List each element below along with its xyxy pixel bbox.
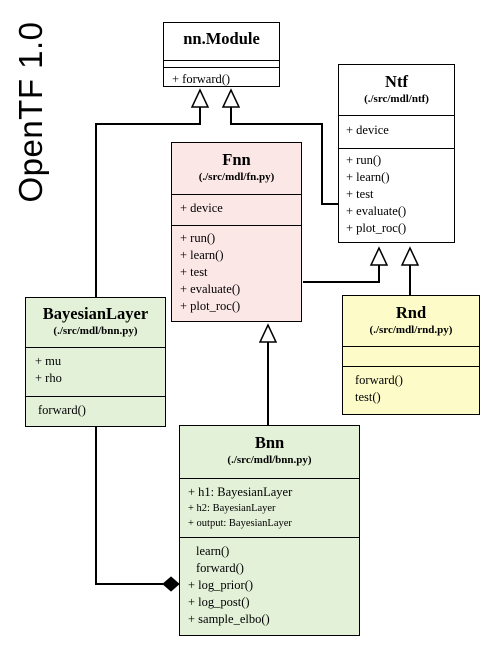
- attribute-row: + output: BayesianLayer: [188, 518, 292, 529]
- class-path: (./src/mdl/bnn.py): [227, 454, 312, 466]
- attributes-section: + mu + rho: [26, 347, 165, 396]
- attribute-row: + rho: [35, 371, 62, 385]
- class-bayesian-layer: BayesianLayer (./src/mdl/bnn.py) + mu + …: [25, 297, 166, 427]
- method-row: + learn(): [180, 248, 224, 262]
- method-row: forward(): [355, 373, 403, 387]
- method-row: + plot_roc(): [180, 299, 241, 313]
- class-rnd: Rnd (./src/mdl/rnd.py) forward() test(): [342, 295, 480, 415]
- inherit-arrow-module-right: [221, 88, 241, 108]
- methods-section: forward() test(): [343, 366, 479, 406]
- attribute-row: + h1: BayesianLayer: [188, 485, 293, 499]
- method-row: test(): [355, 390, 381, 404]
- class-fnn: Fnn (./src/mdl/fn.py) + device + run() +…: [171, 142, 302, 322]
- inherit-arrow-module-left: [190, 88, 210, 108]
- class-header: Ntf (./src/mdl/ntf): [339, 65, 454, 115]
- attribute-row: + device: [346, 123, 389, 137]
- class-bnn: Bnn (./src/mdl/bnn.py) + h1: BayesianLay…: [179, 425, 360, 636]
- method-row: + evaluate(): [346, 204, 407, 218]
- method-row: + forward(): [172, 72, 231, 86]
- inherit-arrow-ntf-left: [369, 246, 389, 266]
- method-row: forward(): [38, 403, 86, 417]
- method-row: + log_post(): [188, 595, 250, 609]
- inherit-arrow-ntf-right: [400, 246, 420, 266]
- class-nn-module: nn.Module + forward(): [163, 22, 280, 87]
- class-name: nn.Module: [183, 29, 260, 48]
- class-header: BayesianLayer (./src/mdl/bnn.py): [26, 298, 165, 347]
- attributes-section: [164, 60, 279, 67]
- class-name: Bnn: [254, 433, 285, 452]
- class-name: Ntf: [385, 72, 408, 91]
- class-path: (./src/mdl/ntf): [364, 93, 429, 105]
- method-row: + plot_roc(): [346, 221, 407, 235]
- method-row: + test: [346, 187, 374, 201]
- composition-line: [95, 426, 163, 585]
- class-header: Bnn (./src/mdl/bnn.py): [180, 426, 359, 478]
- class-header: Rnd (./src/mdl/rnd.py): [343, 296, 479, 346]
- inherit-line-ntf-module: [230, 107, 338, 205]
- methods-section: + forward(): [164, 67, 279, 88]
- methods-section: + run() + learn() + test + evaluate() + …: [172, 225, 301, 315]
- method-row: + test: [180, 265, 208, 279]
- class-header: Fnn (./src/mdl/fn.py): [172, 143, 301, 194]
- attributes-section: + device: [172, 194, 301, 225]
- inherit-line-fnn-ntf: [303, 265, 380, 283]
- method-row: + sample_elbo(): [188, 612, 270, 626]
- method-row: + run(): [346, 153, 382, 167]
- class-path: (./src/mdl/fn.py): [198, 171, 275, 183]
- class-ntf: Ntf (./src/mdl/ntf) + device + run() + l…: [338, 64, 455, 243]
- class-path: (./src/mdl/rnd.py): [369, 324, 453, 336]
- method-row: + log_prior(): [188, 578, 254, 592]
- attributes-section: + device: [339, 115, 454, 148]
- methods-section: learn() forward() + log_prior() + log_po…: [180, 537, 359, 628]
- attribute-row: + mu: [35, 354, 62, 368]
- class-path: (./src/mdl/bnn.py): [53, 325, 138, 337]
- class-name: BayesianLayer: [42, 304, 149, 323]
- method-row: learn(): [196, 544, 230, 558]
- inherit-arrow-fnn: [258, 323, 278, 343]
- class-name: Fnn: [222, 150, 251, 169]
- method-row: + evaluate(): [180, 282, 241, 296]
- methods-section: forward(): [26, 396, 165, 419]
- attributes-section: + h1: BayesianLayer + h2: BayesianLayer …: [180, 478, 359, 537]
- attributes-section: [343, 346, 479, 366]
- attribute-row: + h2: BayesianLayer: [188, 503, 276, 514]
- method-row: + run(): [180, 231, 216, 245]
- attribute-row: + device: [180, 201, 223, 215]
- composition-diamond: [162, 576, 180, 592]
- class-header: nn.Module: [164, 23, 279, 60]
- method-row: forward(): [196, 561, 244, 575]
- method-row: + learn(): [346, 170, 390, 184]
- inherit-line-bayesian-module: [95, 107, 201, 297]
- class-name: Rnd: [395, 303, 427, 322]
- methods-section: + run() + learn() + test + evaluate() + …: [339, 148, 454, 237]
